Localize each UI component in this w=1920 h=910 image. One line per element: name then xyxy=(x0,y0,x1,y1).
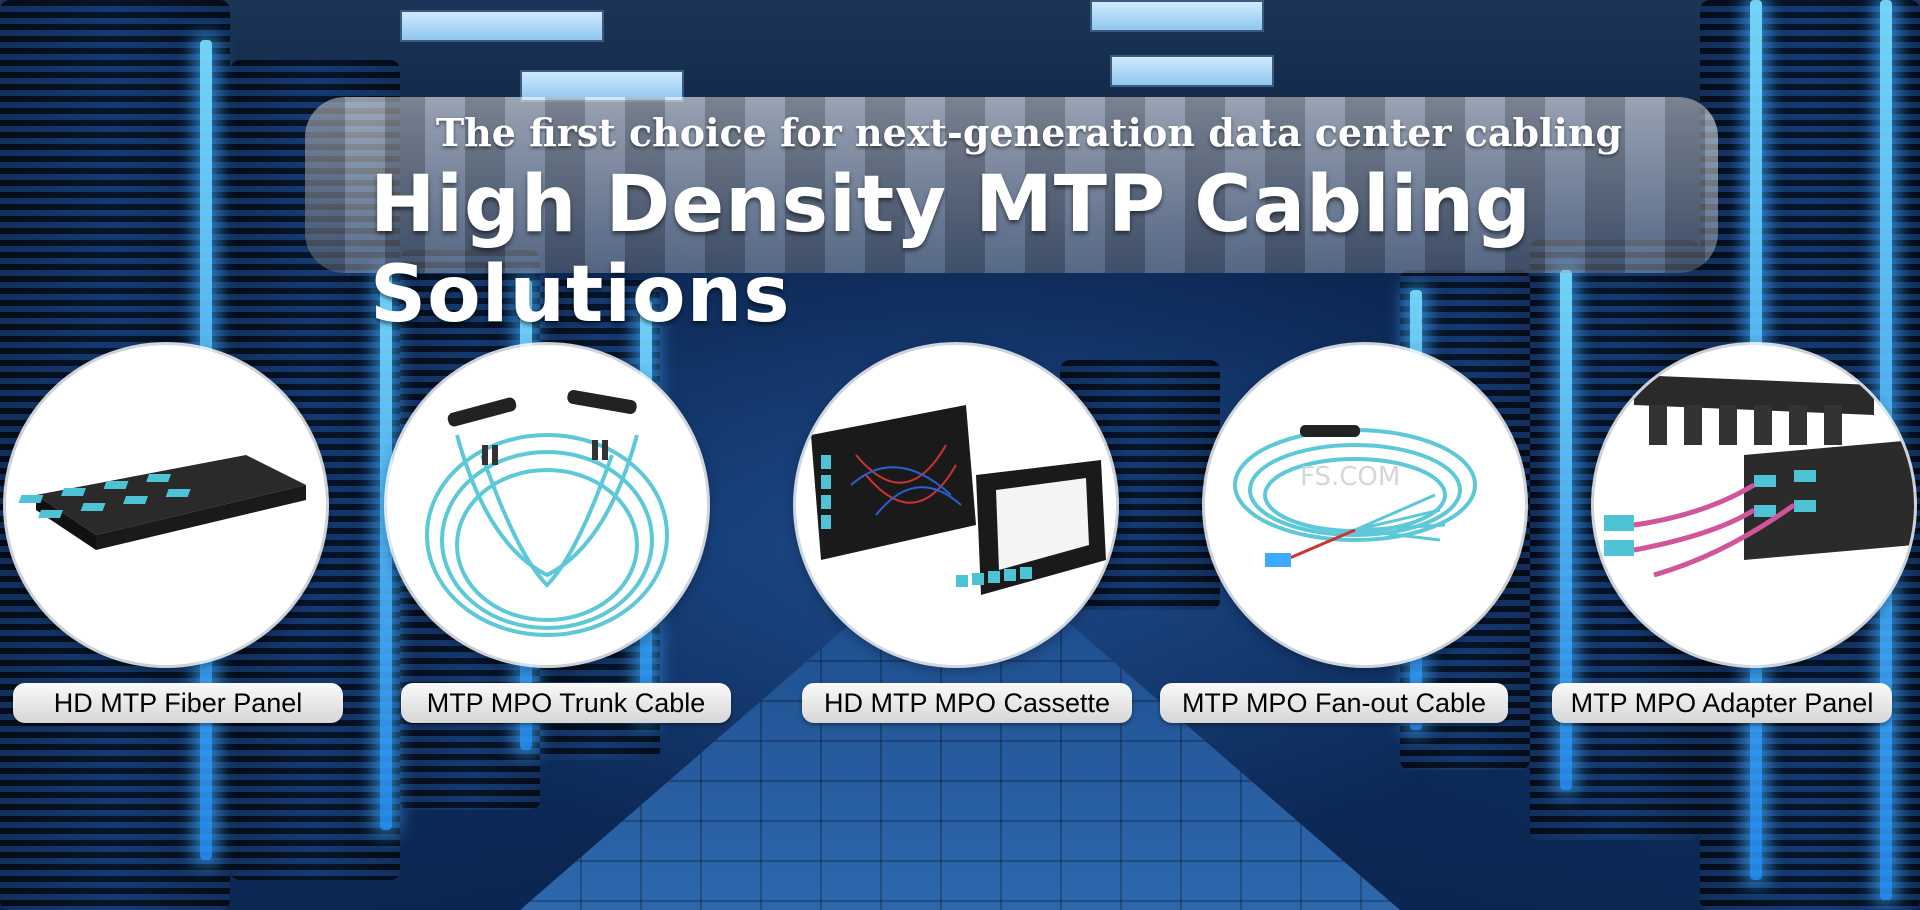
watermark: FS.COM xyxy=(1300,462,1400,492)
product-label: MTP MPO Trunk Cable xyxy=(401,683,731,723)
rack-light xyxy=(1560,270,1572,790)
product-label: HD MTP MPO Cassette xyxy=(802,683,1132,723)
fanout-cable-icon: FS.COM xyxy=(1205,345,1525,665)
product-label: MTP MPO Adapter Panel xyxy=(1552,683,1892,723)
product-label: HD MTP Fiber Panel xyxy=(13,683,343,723)
adapter-panel-icon xyxy=(1594,345,1914,665)
ceiling-light xyxy=(1110,55,1274,87)
product-label: MTP MPO Fan-out Cable xyxy=(1160,683,1508,723)
banner-subtitle: The first choice for next-generation dat… xyxy=(435,110,1623,155)
fiber-panel-icon xyxy=(6,345,326,665)
ceiling-light xyxy=(400,10,604,42)
cassette-icon xyxy=(796,345,1116,665)
ceiling-light xyxy=(1090,0,1264,32)
rack-light xyxy=(380,270,392,830)
title-banner xyxy=(305,97,1718,273)
trunk-cable-icon xyxy=(387,345,707,665)
ceiling-light xyxy=(520,70,684,102)
banner-title: High Density MTP Cabling Solutions xyxy=(370,160,1532,340)
